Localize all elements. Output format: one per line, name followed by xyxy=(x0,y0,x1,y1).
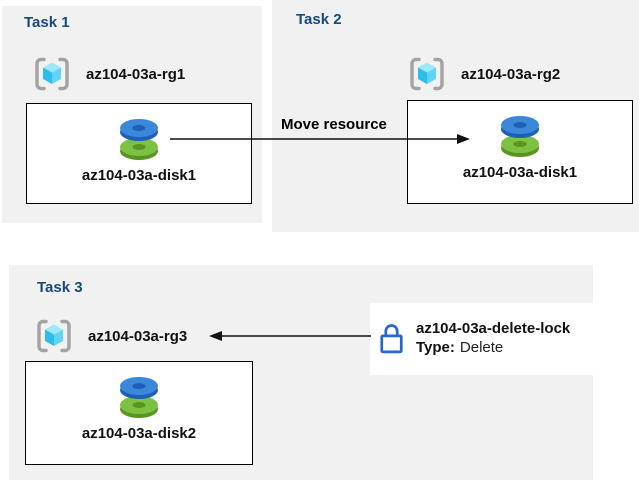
resource-name: az104-03a-disk1 xyxy=(81,167,197,184)
task1-resource-group: az104-03a-rg1 xyxy=(33,55,185,93)
resource-group-name: az104-03a-rg3 xyxy=(88,327,188,345)
resource-group-icon xyxy=(410,57,444,91)
task1-resource-box: az104-03a-disk1 xyxy=(26,103,252,204)
task2-resource-box: az104-03a-disk1 xyxy=(407,100,633,204)
resource-group-name: az104-03a-rg2 xyxy=(461,65,561,83)
task2-title: Task 2 xyxy=(296,11,342,28)
resource-group-icon xyxy=(37,319,71,353)
resource-name: az104-03a-disk2 xyxy=(81,425,197,442)
task2-resource-group: az104-03a-rg2 xyxy=(408,55,560,93)
resource-name: az104-03a-disk1 xyxy=(462,164,578,181)
lock-type-value: Delete xyxy=(459,339,504,356)
lock-type-label: Type: xyxy=(416,339,455,356)
move-resource-label: Move resource xyxy=(281,116,387,133)
task1-title: Task 1 xyxy=(24,14,70,31)
delete-lock-type: Type:Delete xyxy=(416,339,570,358)
task3-title: Task 3 xyxy=(37,279,83,296)
resource-group-name: az104-03a-rg1 xyxy=(86,65,186,83)
disk-icon xyxy=(120,119,158,160)
task3-resource-group: az104-03a-rg3 xyxy=(35,317,187,355)
disk-icon xyxy=(120,377,158,418)
delete-lock-name: az104-03a-delete-lock xyxy=(416,320,571,338)
delete-lock-callout: az104-03a-delete-lock Type:Delete xyxy=(370,303,593,375)
disk-icon xyxy=(501,116,539,157)
lock-icon xyxy=(380,324,403,354)
resource-group-icon xyxy=(35,57,69,91)
task3-resource-box: az104-03a-disk2 xyxy=(25,361,253,465)
delete-lock-text: az104-03a-delete-lock Type:Delete xyxy=(416,320,570,358)
